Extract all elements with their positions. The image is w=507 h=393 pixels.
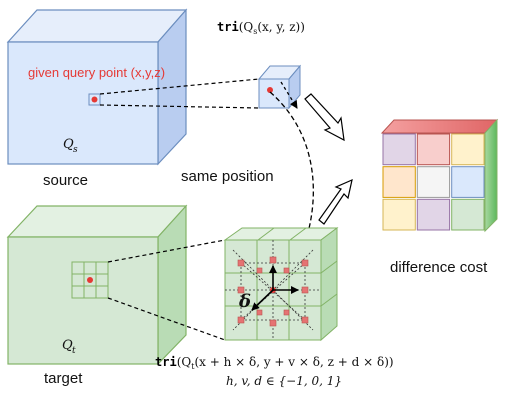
qt-symbol: Q t	[62, 338, 76, 356]
cost-cell	[451, 133, 485, 166]
svg-text:s: s	[73, 145, 78, 155]
svg-text:t: t	[72, 346, 76, 356]
zoom-line-top	[107, 239, 226, 263]
projection-line-bottom	[99, 104, 260, 109]
source-label: source	[43, 172, 88, 189]
target-label: target	[44, 370, 83, 387]
cost-cell	[382, 166, 416, 198]
difference-cost-cube	[380, 118, 499, 233]
cost-cell	[382, 198, 416, 231]
cost-cell	[382, 133, 416, 166]
target-query-point	[87, 277, 93, 283]
difference-cost-label: difference cost	[390, 259, 488, 276]
query-point-label: given query point (x,y,z)	[28, 65, 165, 80]
cost-cell	[451, 166, 485, 198]
projection-line-top	[99, 78, 260, 95]
cost-grid	[382, 133, 485, 231]
svg-text:Q: Q	[62, 338, 73, 353]
source-query-point	[91, 96, 98, 103]
flow-arrow-bottom	[318, 178, 353, 225]
same-position-label: same position	[181, 168, 274, 185]
small-arrow	[280, 81, 298, 109]
svg-text:Q: Q	[63, 137, 74, 152]
cost-cell	[451, 198, 485, 231]
target-neighborhood-grid	[71, 261, 109, 299]
delta-label: δ	[238, 291, 251, 312]
target-cube	[6, 204, 188, 366]
qs-symbol: Q s	[63, 137, 78, 155]
svg-text:h, v, d ∈ {−1, 0, 1}: h, v, d ∈ {−1, 0, 1}	[226, 374, 342, 388]
source-cube	[6, 8, 188, 166]
neighborhood-cube	[223, 227, 339, 342]
cost-cell	[416, 166, 451, 198]
svg-text:tri(Qs(x, y, z)): tri(Qs(x, y, z))	[217, 20, 305, 36]
cost-cell	[416, 198, 451, 231]
flow-arrow-top	[304, 93, 345, 142]
sampled-voxel-cube	[257, 64, 302, 110]
cost-cell	[416, 133, 451, 166]
target-formula: tri(Qt(x + h × δ, y + v × δ, z + d × δ))…	[155, 355, 394, 388]
correspondence-arrow	[269, 91, 314, 264]
source-formula: tri(Qs(x, y, z))	[217, 20, 305, 36]
svg-text:tri(Qt(x + h × δ, y + v × δ, z: tri(Qt(x + h × δ, y + v × δ, z + d × δ))	[155, 355, 394, 371]
